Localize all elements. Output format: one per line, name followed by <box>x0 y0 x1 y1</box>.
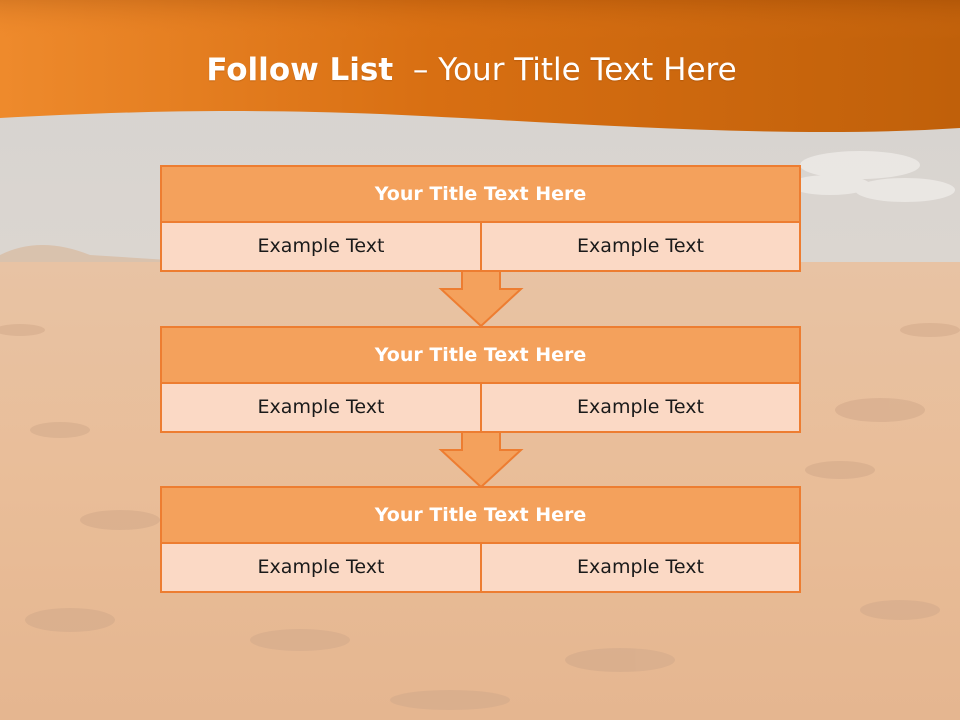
block-cell-right: Example Text <box>480 221 801 272</box>
shrub-texture <box>0 323 960 710</box>
slide-title-rest: – Your Title Text Here <box>393 52 737 88</box>
block-title: Your Title Text Here <box>160 165 801 223</box>
down-arrow-icon <box>438 431 524 489</box>
block-title: Your Title Text Here <box>160 326 801 384</box>
slide-title-bold: Follow List <box>206 52 394 88</box>
block-cell-right: Example Text <box>480 542 801 593</box>
down-arrow-icon <box>438 270 524 328</box>
block-title: Your Title Text Here <box>160 486 801 544</box>
slide-title: Follow List – Your Title Text Here <box>0 52 943 88</box>
block-cell-left: Example Text <box>160 382 482 433</box>
cloud-shape <box>790 151 955 202</box>
block-cell-right: Example Text <box>480 382 801 433</box>
block-cell-left: Example Text <box>160 542 482 593</box>
block-cell-left: Example Text <box>160 221 482 272</box>
